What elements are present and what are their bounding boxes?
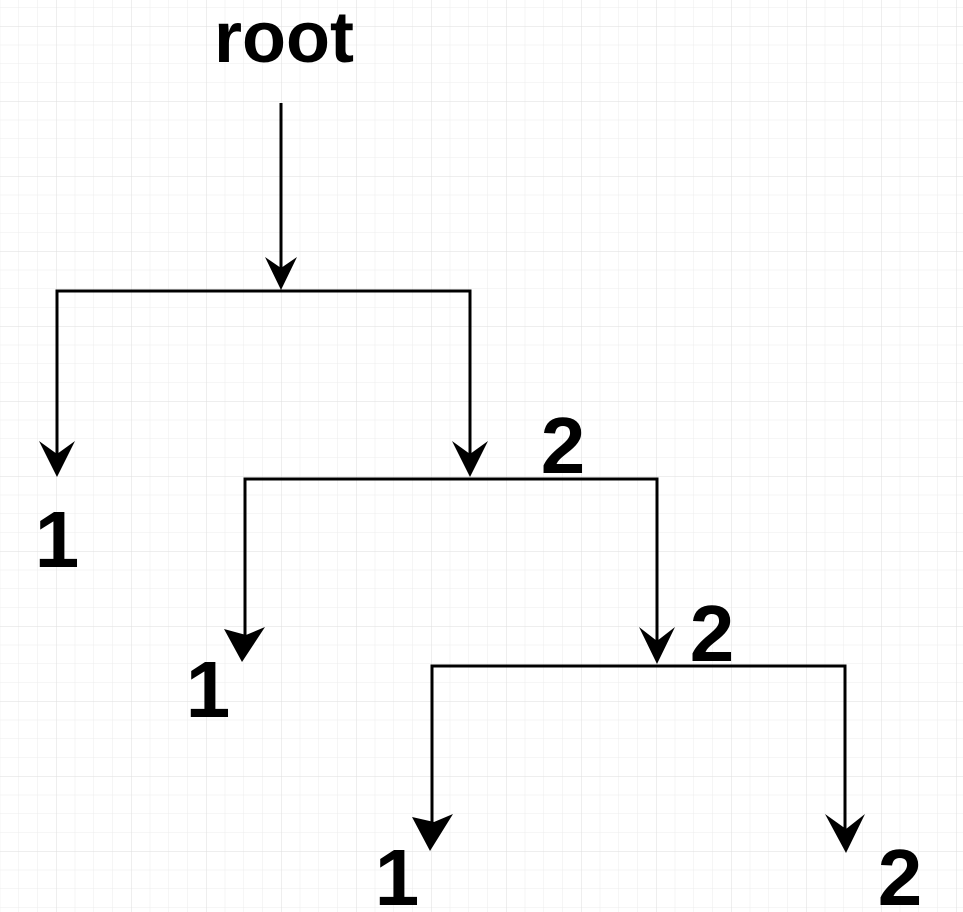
root-label: root: [214, 0, 354, 78]
level1-right-arrowhead: [452, 441, 488, 477]
level1-branch: [55, 289, 472, 458]
level2-right-arrowhead: [639, 627, 675, 664]
level1-left-arrowhead: [39, 441, 75, 477]
level1-left-leaf: 1: [35, 495, 80, 584]
level3-right-arrowhead: [825, 814, 865, 853]
level3-left-leaf: 1: [375, 833, 420, 912]
level3-right-leaf: 2: [878, 833, 923, 912]
level2-right-node: 2: [690, 589, 735, 678]
level2-left-arrowhead: [224, 627, 265, 662]
level3-left-arrowhead: [412, 814, 453, 851]
root-arrowhead: [265, 257, 297, 290]
level1-right-node: 2: [541, 401, 586, 490]
level2-left-leaf: 1: [186, 645, 231, 734]
level2-branch: [243, 477, 659, 646]
level3-branch: [430, 664, 847, 835]
